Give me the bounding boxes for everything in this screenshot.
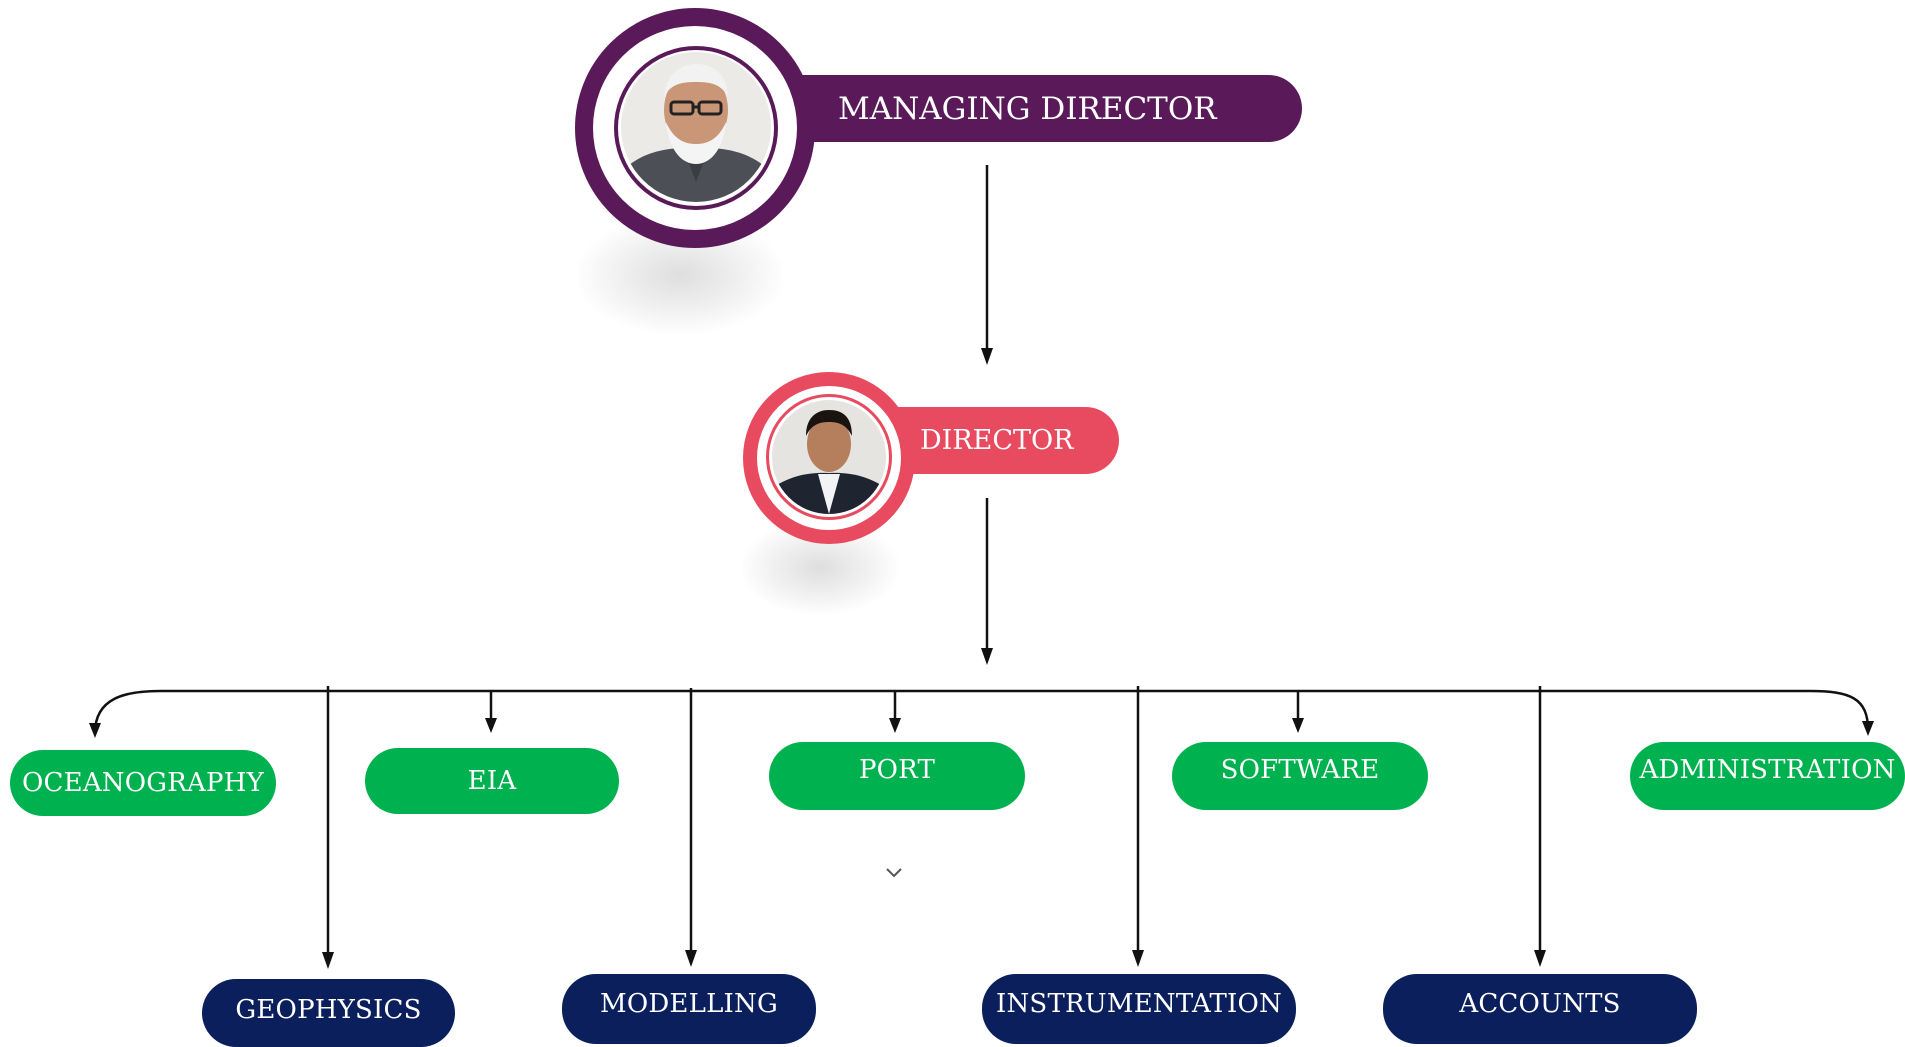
department-administration[interactable]: ADMINISTRATION — [1630, 742, 1905, 810]
director-photo — [772, 400, 886, 514]
arrowhead-oceanography — [89, 723, 101, 738]
managing-director-title: MANAGING DIRECTOR — [838, 90, 1217, 127]
department-label: EIA — [467, 766, 517, 796]
department-software[interactable]: SOFTWARE — [1172, 742, 1428, 810]
department-label: SOFTWARE — [1220, 755, 1380, 785]
arrowhead — [981, 648, 993, 665]
department-instrumentation[interactable]: INSTRUMENTATION — [982, 974, 1296, 1044]
department-oceanography[interactable]: OCEANOGRAPHY — [10, 750, 276, 816]
department-label: ADMINISTRATION — [1639, 755, 1896, 785]
department-accounts[interactable]: ACCOUNTS — [1383, 974, 1697, 1044]
department-label: INSTRUMENTATION — [996, 989, 1282, 1019]
department-label: ACCOUNTS — [1459, 989, 1621, 1019]
department-label: OCEANOGRAPHY — [22, 768, 264, 798]
department-geophysics[interactable]: GEOPHYSICS — [202, 979, 455, 1047]
director-title: DIRECTOR — [920, 425, 1074, 456]
arrowhead — [981, 348, 993, 365]
chevron-down-icon[interactable] — [885, 860, 903, 884]
horizontal-distribution-line — [93, 689, 1870, 734]
department-label: MODELLING — [600, 989, 778, 1019]
managing-director-photo — [621, 52, 771, 202]
arrowhead-administration — [1862, 721, 1874, 736]
managing-director-banner: MANAGING DIRECTOR — [720, 75, 1302, 142]
department-label: PORT — [858, 755, 936, 785]
department-eia[interactable]: EIA — [365, 748, 619, 814]
department-label: GEOPHYSICS — [235, 995, 422, 1025]
department-modelling[interactable]: MODELLING — [562, 974, 816, 1044]
department-port[interactable]: PORT — [769, 742, 1025, 810]
